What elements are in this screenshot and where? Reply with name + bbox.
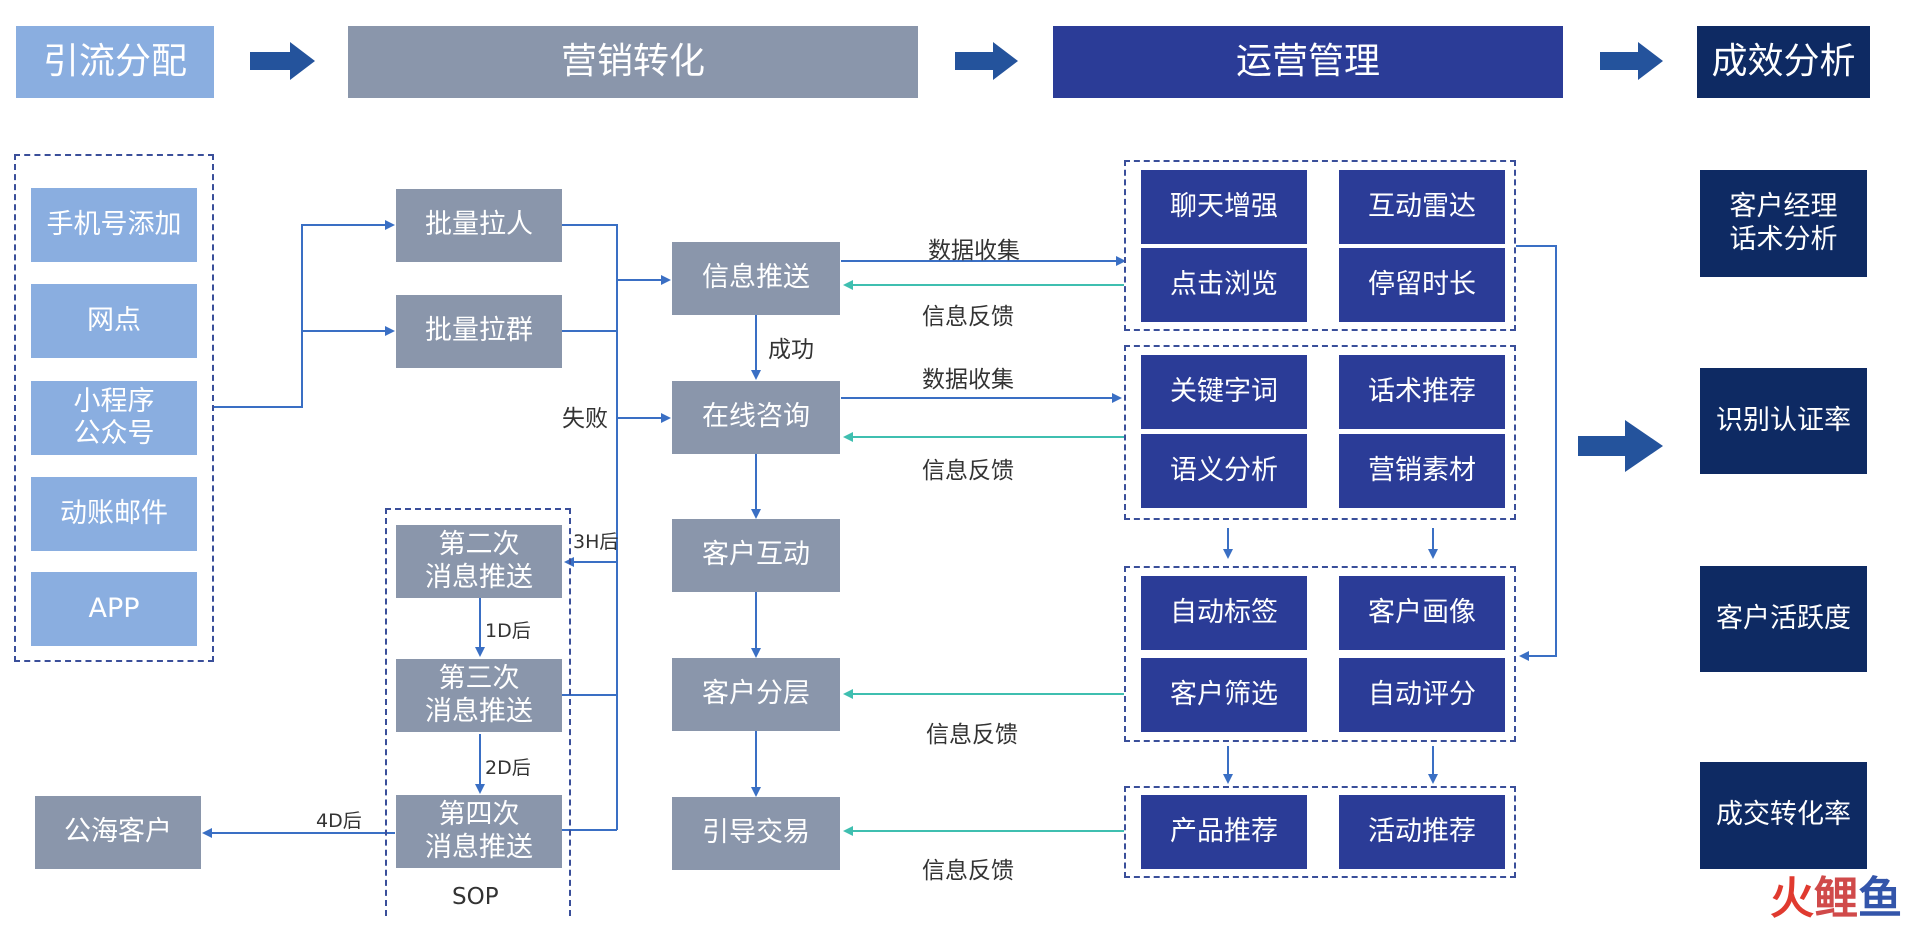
results-arrow (1578, 420, 1663, 472)
batch-add-group: 批量拉群 (396, 295, 562, 368)
stage-arrow-1 (250, 42, 315, 80)
label-feedback-4: 信息反馈 (922, 858, 1014, 884)
batch-add-people: 批量拉人 (396, 189, 562, 262)
sop-label: SOP (452, 884, 499, 910)
ops-customer-filter: 客户筛选 (1141, 658, 1307, 732)
source-account-mail: 动账邮件 (31, 477, 197, 551)
label-fail: 失败 (562, 406, 608, 432)
result-manager-script-analysis: 客户经理 话术分析 (1700, 170, 1867, 277)
label-feedback-2: 信息反馈 (922, 458, 1014, 484)
customer-interaction: 客户互动 (672, 519, 840, 592)
label-after-1d: 1D后 (485, 620, 531, 642)
ops-keywords: 关键字词 (1141, 355, 1307, 429)
label-success: 成功 (768, 337, 814, 363)
source-branch: 网点 (31, 284, 197, 358)
sop-third-push: 第三次 消息推送 (396, 659, 562, 732)
stage-marketing-conversion: 营销转化 (348, 26, 918, 98)
ops-group-1 (1124, 160, 1516, 331)
ops-auto-score: 自动评分 (1339, 658, 1505, 732)
label-feedback-3: 信息反馈 (926, 722, 1018, 748)
ops-group-2 (1124, 345, 1516, 520)
ops-interaction-radar: 互动雷达 (1339, 170, 1505, 244)
label-after-2d: 2D后 (485, 757, 531, 779)
sop-fourth-push: 第四次 消息推送 (396, 795, 562, 868)
label-after-3h: 3H后 (573, 531, 619, 553)
label-feedback-1: 信息反馈 (922, 304, 1014, 330)
source-miniapp-official: 小程序 公众号 (31, 381, 197, 455)
label-data-collect-1: 数据收集 (928, 238, 1020, 264)
public-sea-customer: 公海客户 (35, 796, 201, 869)
watermark-logo: 火鲤鱼 (1770, 873, 1902, 924)
ops-group-4 (1124, 786, 1516, 878)
ops-product-recommend: 产品推荐 (1141, 795, 1307, 869)
stage-arrow-2 (955, 42, 1018, 80)
ops-customer-portrait: 客户画像 (1339, 576, 1505, 650)
label-after-4d: 4D后 (316, 810, 362, 832)
ops-click-browse: 点击浏览 (1141, 248, 1307, 322)
info-push: 信息推送 (672, 242, 840, 315)
stage-operations-management: 运营管理 (1053, 26, 1563, 98)
ops-chat-enhance: 聊天增强 (1141, 170, 1307, 244)
ops-auto-tag: 自动标签 (1141, 576, 1307, 650)
sop-second-push: 第二次 消息推送 (396, 525, 562, 598)
ops-group-3 (1124, 566, 1516, 742)
ops-stay-duration: 停留时长 (1339, 248, 1505, 322)
sources-group (14, 154, 214, 662)
stage-results-analysis: 成效分析 (1697, 26, 1870, 98)
ops-marketing-material: 营销素材 (1339, 434, 1505, 508)
stage-traffic-allocation: 引流分配 (16, 26, 214, 98)
ops-script-recommend: 话术推荐 (1339, 355, 1505, 429)
customer-layering: 客户分层 (672, 658, 840, 731)
source-app: APP (31, 572, 197, 646)
guide-transaction: 引导交易 (672, 797, 840, 870)
ops-semantic-analysis: 语义分析 (1141, 434, 1307, 508)
result-customer-activity: 客户活跃度 (1700, 566, 1867, 672)
sop-group (385, 508, 571, 916)
stage-arrow-3 (1600, 42, 1663, 80)
ops-activity-recommend: 活动推荐 (1339, 795, 1505, 869)
result-auth-rate: 识别认证率 (1700, 368, 1867, 474)
online-consult: 在线咨询 (672, 381, 840, 454)
source-phone-add: 手机号添加 (31, 188, 197, 262)
label-data-collect-2: 数据收集 (922, 367, 1014, 393)
result-conversion-rate: 成交转化率 (1700, 762, 1867, 869)
